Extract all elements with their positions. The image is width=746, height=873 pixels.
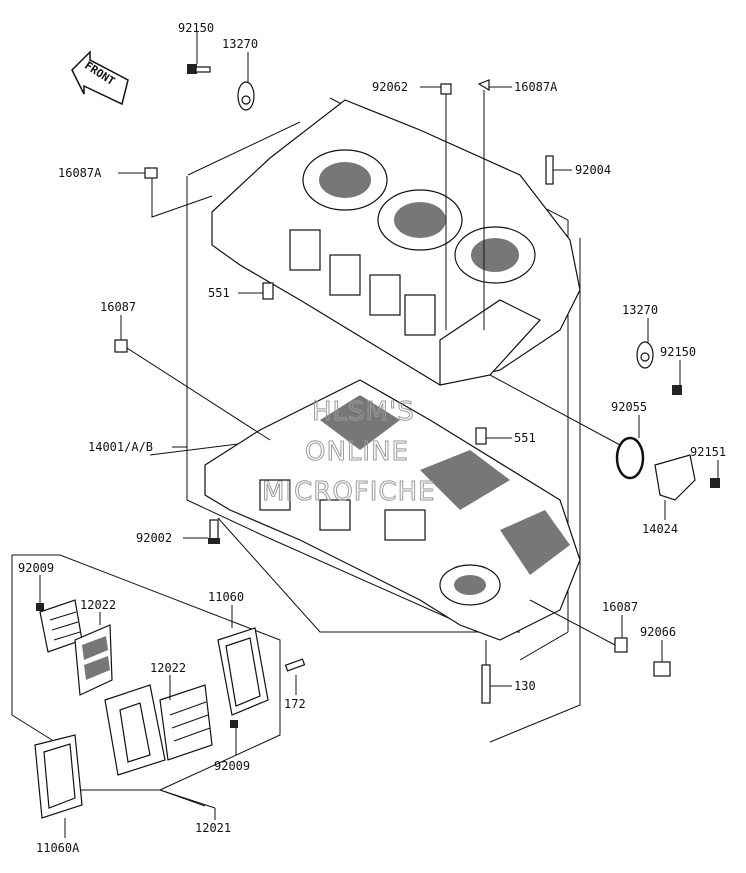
front-arrow-icon: FRONT [71,50,129,106]
label-14001: 14001/A/B [88,440,153,454]
small-parts [114,64,720,704]
label-172: 172 [284,697,306,711]
watermark: HLSM'S ONLINE MICROFICHE [262,397,436,508]
label-16087A-top: 16087A [514,80,558,94]
watermark-line-3: MICROFICHE [262,477,436,507]
label-551-lower: 551 [514,431,536,445]
label-92150-right: 92150 [660,345,696,359]
leader-lines [39,32,719,838]
label-16087-left: 16087 [100,300,136,314]
reed-valve-parts [34,599,269,819]
label-92009-right: 92009 [214,759,250,773]
label-12022-right: 12022 [150,661,186,675]
label-92062: 92062 [372,80,408,94]
label-551-upper: 551 [208,286,230,300]
lower-crankcase [204,379,581,641]
label-16087-right: 16087 [602,600,638,614]
label-11060A: 11060A [36,841,80,855]
label-12022-left: 12022 [80,598,116,612]
label-16087A-left: 16087A [58,166,102,180]
watermark-line-1: HLSM'S [312,397,415,427]
label-12021: 12021 [195,821,231,835]
watermark-line-2: ONLINE [305,437,409,467]
label-13270-top: 13270 [222,37,258,51]
label-11060: 11060 [208,590,244,604]
upper-crankcase [211,99,581,386]
part-labels: 92150 13270 92062 16087A 16087A 92004 55… [18,21,726,855]
label-92066: 92066 [640,625,676,639]
label-92002: 92002 [136,531,172,545]
label-92150-top: 92150 [178,21,214,35]
label-14024: 14024 [642,522,678,536]
label-92009-left: 92009 [18,561,54,575]
label-92151: 92151 [690,445,726,459]
label-92004: 92004 [575,163,611,177]
label-130: 130 [514,679,536,693]
label-13270-right: 13270 [622,303,658,317]
label-92055: 92055 [611,400,647,414]
